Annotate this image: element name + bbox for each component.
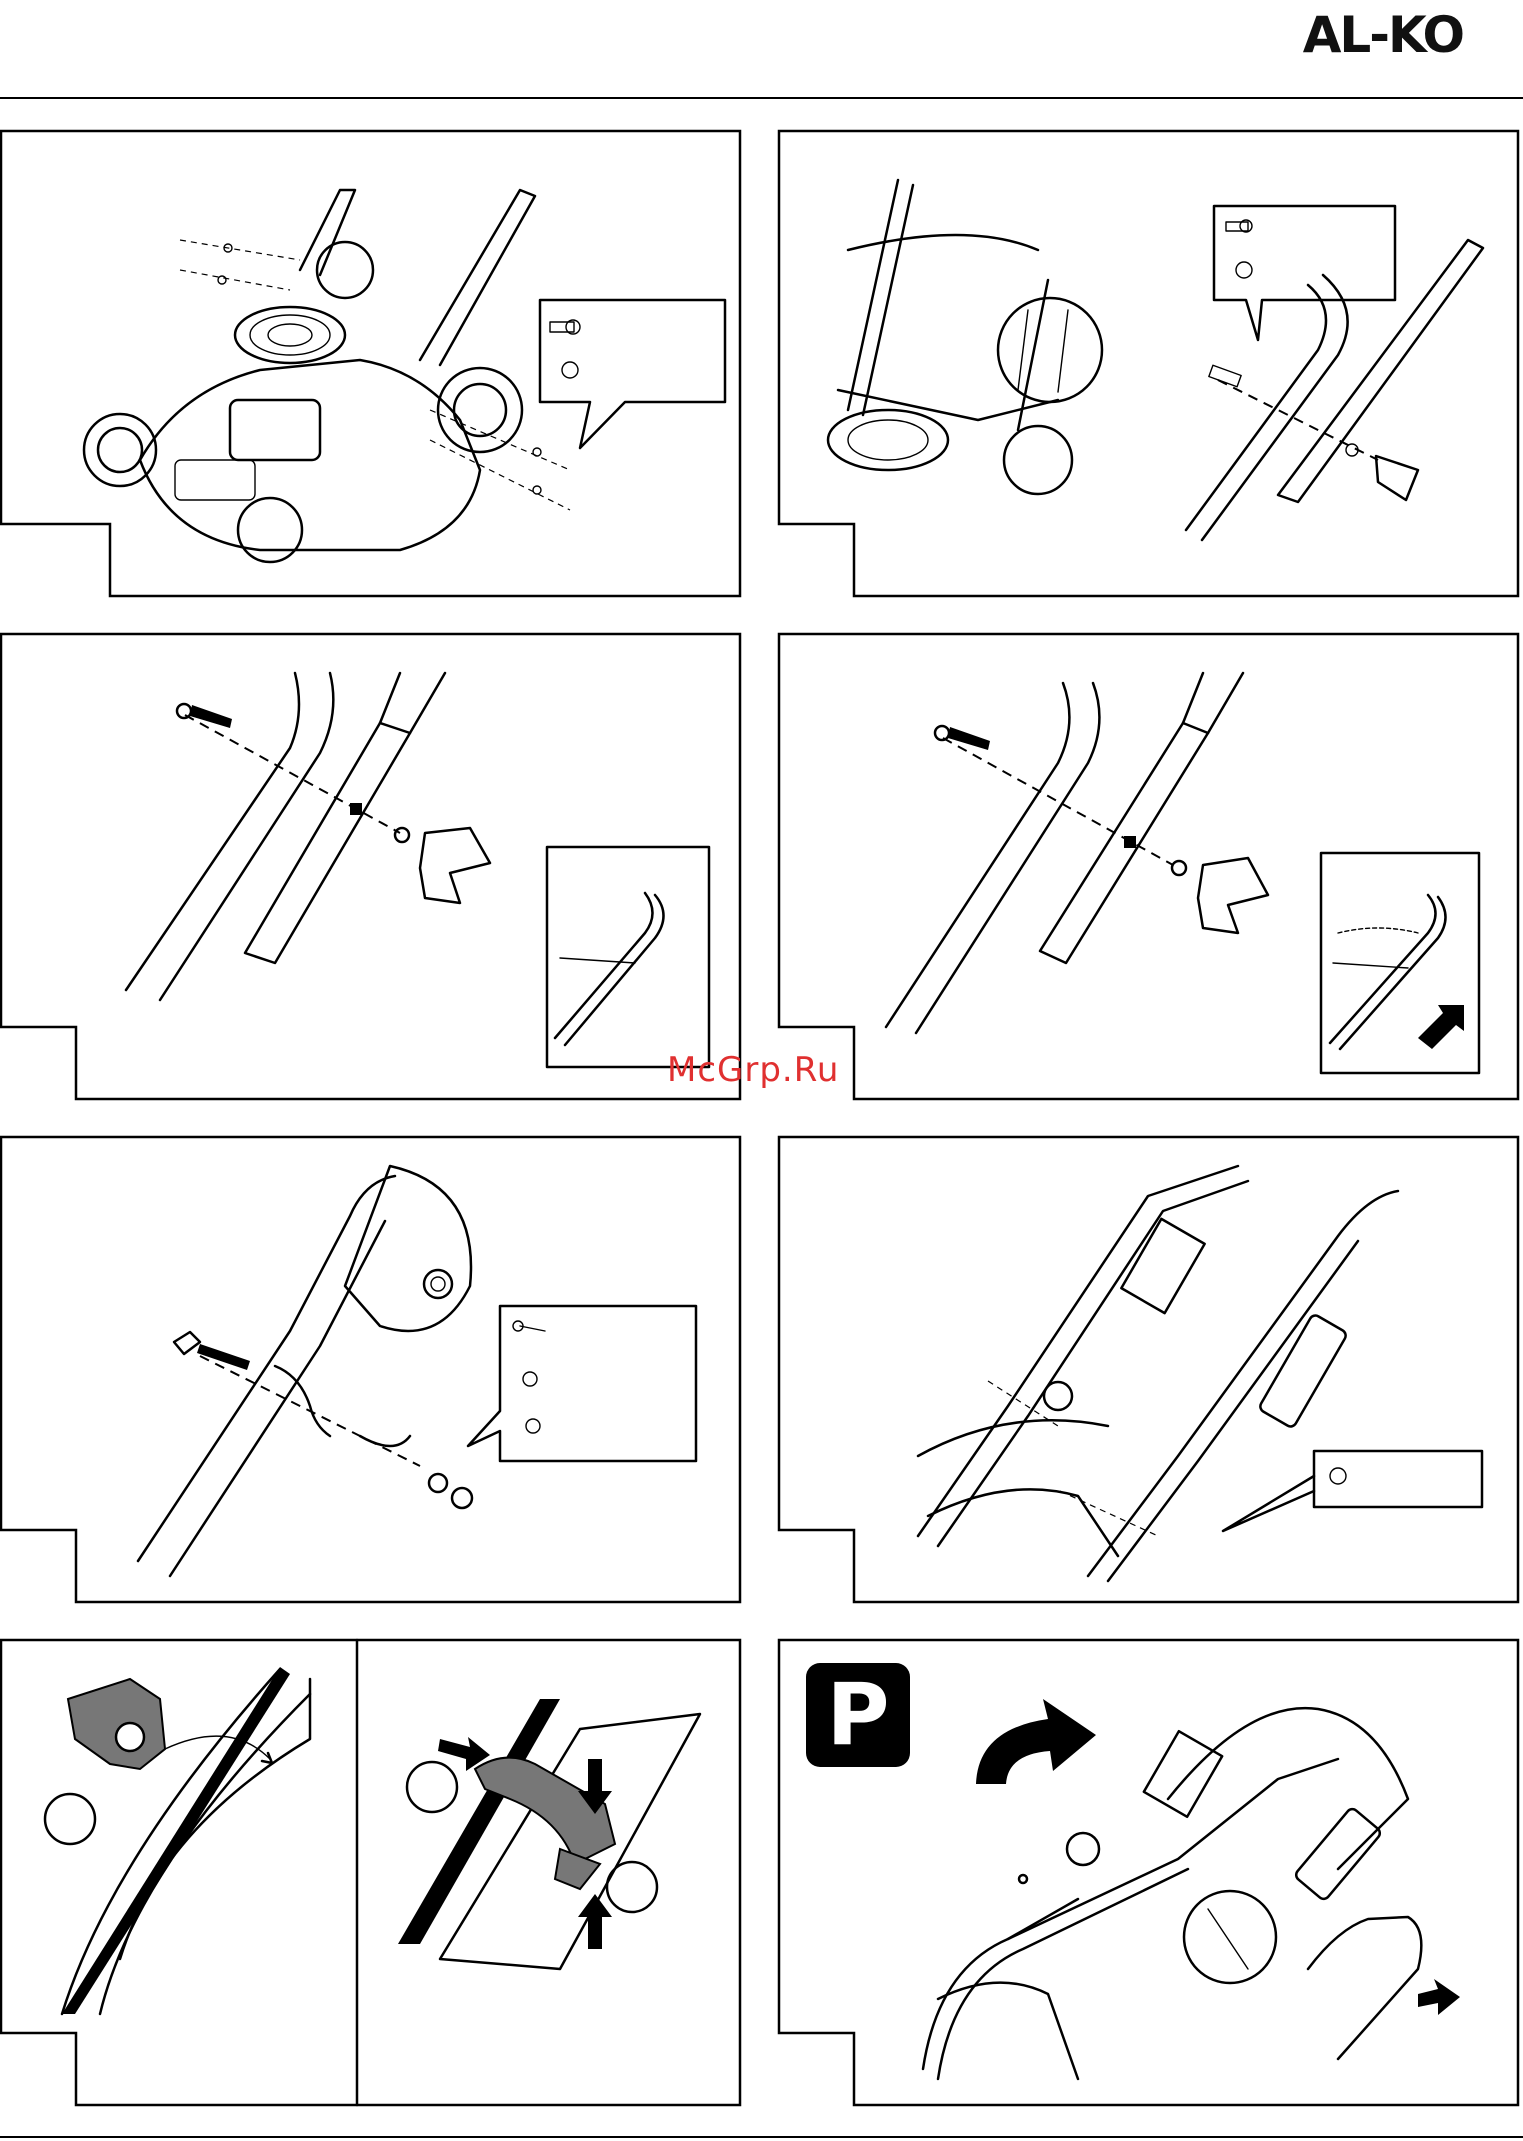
panel-1-mower-handle-bolts	[0, 130, 742, 600]
panel-8-drawing: P	[778, 1639, 1520, 2109]
parking-icon-letter: P	[826, 1665, 889, 1765]
panel-4-handle-lock-lever-alt	[778, 633, 1520, 1103]
panel-8-parking-bag: P	[778, 1639, 1520, 2109]
panel-6-handle-screws	[778, 1136, 1520, 1606]
header-rule	[0, 97, 1523, 99]
panel-3-handle-lock-lever	[0, 633, 742, 1103]
panel-1-drawing	[0, 130, 742, 600]
panel-2-drawing	[778, 130, 1520, 600]
panel-3-drawing	[0, 633, 742, 1103]
watermark-text: McGrp.Ru	[667, 1050, 839, 1090]
brand-logo: AL-KO	[1303, 6, 1463, 64]
panel-5-drawing	[0, 1136, 742, 1606]
panel-7-drawing	[0, 1639, 742, 2109]
panel-5-cable-guide-bolt	[0, 1136, 742, 1606]
panel-7-cable-clip	[0, 1639, 742, 2109]
panel-4-drawing	[778, 633, 1520, 1103]
panel-6-drawing	[778, 1136, 1520, 1606]
footer-rule	[0, 2136, 1523, 2138]
panel-2-upper-handle-mount	[778, 130, 1520, 600]
